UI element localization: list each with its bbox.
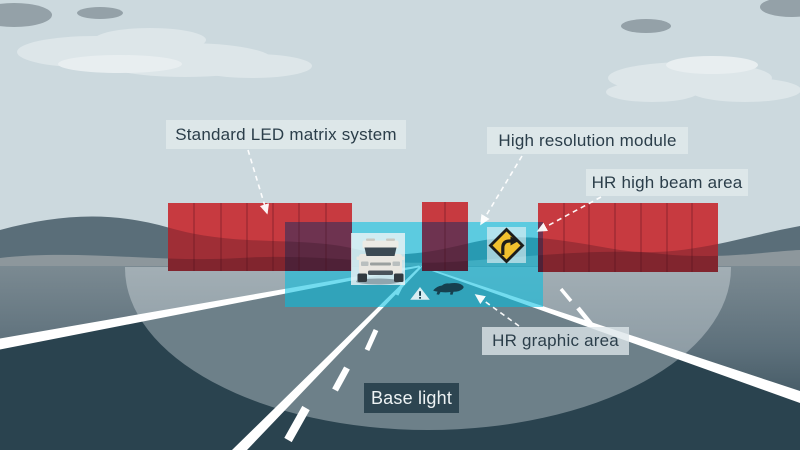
oncoming-car [356, 238, 405, 285]
center-line-dashes [284, 282, 593, 443]
cloud-left-highlight [58, 55, 182, 73]
label-base-light: Base light [364, 383, 459, 413]
hr-graphic-projection [410, 283, 464, 300]
cloud-right-highlight [666, 56, 758, 74]
clouds-gray [0, 0, 800, 33]
label-standard-led-matrix: Standard LED matrix system [166, 120, 406, 149]
label-hr-graphic-area: HR graphic area [482, 327, 629, 355]
center-line-solid [232, 266, 422, 450]
road-surface [0, 266, 800, 450]
beam-overlap [285, 222, 543, 272]
animal-silhouette-icon [433, 283, 464, 295]
label-high-resolution-module: High resolution module [487, 127, 688, 154]
right-curve-warning-sign-icon [488, 227, 525, 264]
label-hr-high-beam-area: HR high beam area [586, 169, 748, 196]
leader-lines [247, 149, 602, 327]
leader-hr-high-beam [536, 196, 602, 232]
leader-high-res-module [480, 155, 523, 226]
leader-standard-led [247, 149, 270, 215]
segment-dividers [193, 202, 693, 272]
